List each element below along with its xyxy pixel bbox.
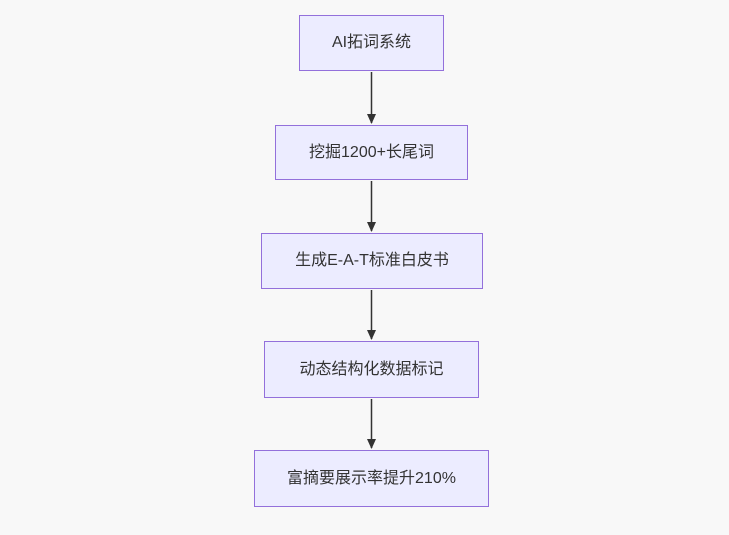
flow-node-label: 生成E-A-T标准白皮书	[295, 252, 449, 270]
flow-node-rich-snippet-rate: 富摘要展示率提升210%	[254, 450, 489, 507]
flow-node-ai-keyword-system: AI拓词系统	[299, 15, 444, 71]
flow-node-structured-data: 动态结构化数据标记	[264, 341, 479, 398]
flow-node-eat-whitepaper: 生成E-A-T标准白皮书	[261, 233, 483, 289]
flow-node-label: AI拓词系统	[331, 34, 412, 52]
flow-node-longtail-mining: 挖掘1200+长尾词	[275, 125, 468, 180]
flow-node-label: 富摘要展示率提升210%	[287, 469, 456, 487]
flow-node-label: 动态结构化数据标记	[299, 360, 444, 378]
flow-node-label: 挖掘1200+长尾词	[309, 143, 434, 161]
